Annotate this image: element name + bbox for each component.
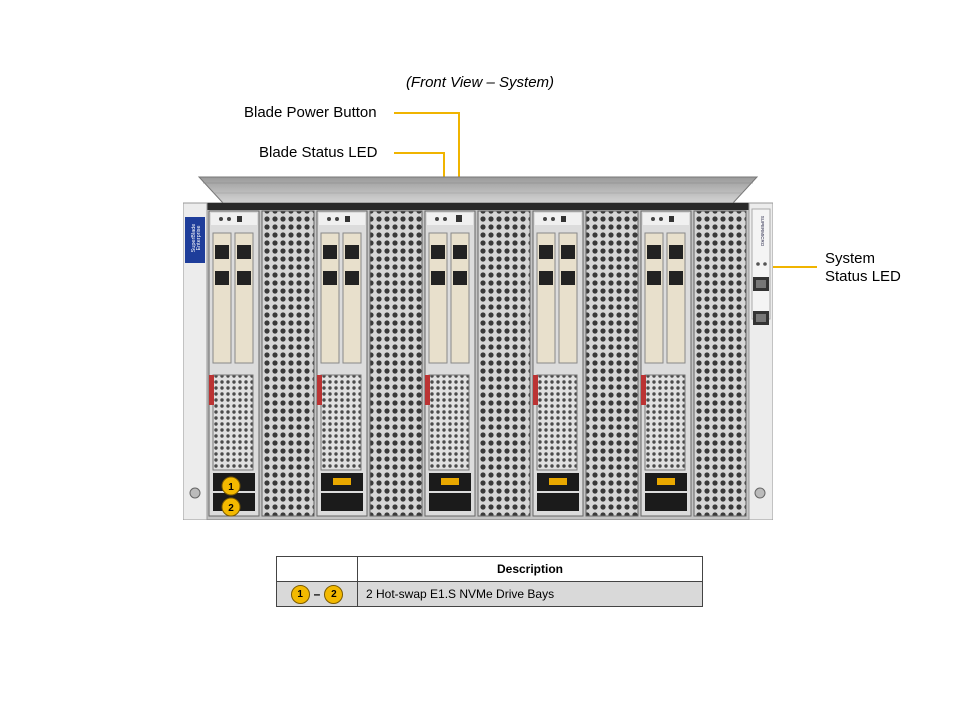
blade-status-led [443,217,447,221]
status-led-leader-h [394,152,445,154]
brand-label [185,217,205,263]
callout-badge-to: 2 [324,584,344,604]
filler-bay-3 [477,210,531,517]
callout-badge-from: 1 [290,584,310,604]
blade-status-led-label: Blade Status LED [259,144,378,161]
drive-bay-2-number: 2 [228,503,234,514]
filler-bay-2 [369,210,423,517]
table-header-blank [276,556,358,582]
system-status-led-label: System Status LED [825,250,901,286]
brand-label-line2: Enterprise [196,225,202,250]
power-button-leader-h [394,112,460,114]
description-table: Description 1–2 2 Hot-swap E1.S NVMe Dri… [276,556,703,607]
blade-bay-1 [208,210,260,517]
view-caption: (Front View – System) [405,74,555,91]
blade-power-button-label: Blade Power Button [244,104,377,121]
blade-bay-2 [316,210,368,517]
filler-bay-5 [693,210,747,517]
table-row-description: 2 Hot-swap E1.S NVMe Drive Bays [357,581,703,607]
blade-power-button[interactable] [456,215,462,222]
power-button-leader-v [458,112,460,216]
table-header-row: Description [276,556,703,582]
blade-bay-3 [424,210,476,517]
table-row-callout-range: 1–2 [276,581,358,607]
system-status-led-label-line2: Status LED [825,268,901,285]
blade-bay-4 [532,210,584,517]
blade-bay-5 [640,210,692,517]
table-row: 1–2 2 Hot-swap E1.S NVMe Drive Bays [276,581,703,607]
brand-label-line1: SuperBlade [191,224,197,253]
system-status-led [756,262,760,266]
left-thumbscrew [189,487,201,499]
drive-bay-1-badge: 1 [221,476,241,496]
drive-bay-1-number: 1 [228,482,234,493]
callout-range-separator: – [313,587,321,601]
right-thumbscrew [754,487,766,499]
filler-bay-4 [585,210,639,517]
filler-bay-1 [261,210,315,517]
system-led-leader [766,266,817,268]
table-header-description: Description [357,556,703,582]
chassis-front-view: SuperBlade Enterprise SUPERMICRO [183,176,773,520]
drive-bay-2-badge: 2 [221,497,241,517]
vendor-label: SUPERMICRO [760,216,765,247]
system-status-led-label-line1: System [825,250,876,267]
